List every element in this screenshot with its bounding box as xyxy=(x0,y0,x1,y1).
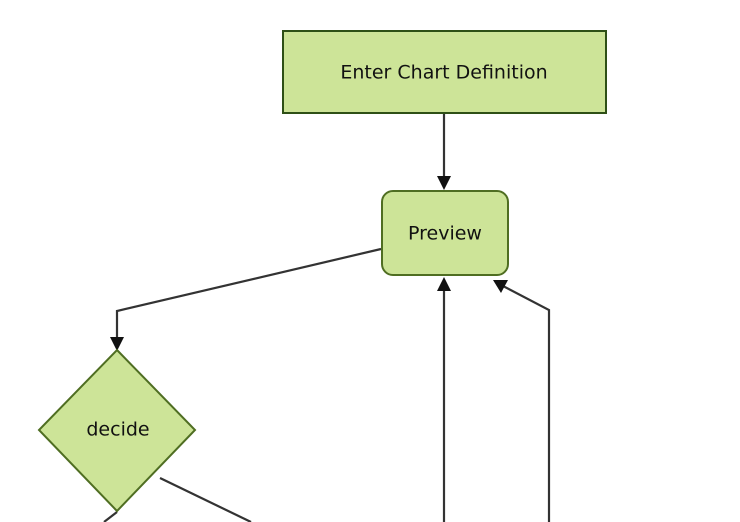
edge-line xyxy=(115,247,382,341)
node-enter-chart-definition[interactable]: Enter Chart Definition xyxy=(282,30,607,114)
arrowhead-up-left-icon xyxy=(493,280,508,293)
node-shape-diamond xyxy=(37,348,197,513)
node-label-enter-chart-definition: Enter Chart Definition xyxy=(340,62,547,84)
node-label-decide: decide xyxy=(86,419,149,441)
edge-decide-bottom-right-out[interactable] xyxy=(159,477,252,522)
edge-preview-to-decide[interactable] xyxy=(110,247,382,351)
node-preview[interactable]: Preview xyxy=(381,190,509,276)
node-label-preview: Preview xyxy=(408,223,482,245)
edge-bottom-right-to-preview[interactable] xyxy=(493,280,551,522)
node-shape-rounded-rectangle xyxy=(381,190,509,276)
edge-line xyxy=(159,477,252,522)
edge-layer xyxy=(103,114,551,522)
edge-decide-bottom-left-out[interactable] xyxy=(103,511,118,522)
arrowhead-down-icon xyxy=(110,337,124,351)
edge-bottom-vertical-to-preview[interactable] xyxy=(437,277,451,522)
arrowhead-down-icon xyxy=(437,176,451,190)
edge-line xyxy=(502,285,551,522)
arrowhead-up-icon xyxy=(437,277,451,291)
node-layer: Enter Chart Definition Preview decide xyxy=(37,30,607,513)
node-shape-rectangle xyxy=(282,30,607,114)
edge-enter-to-preview[interactable] xyxy=(437,114,451,190)
edge-line xyxy=(103,511,118,522)
node-decide[interactable]: decide xyxy=(37,348,197,513)
